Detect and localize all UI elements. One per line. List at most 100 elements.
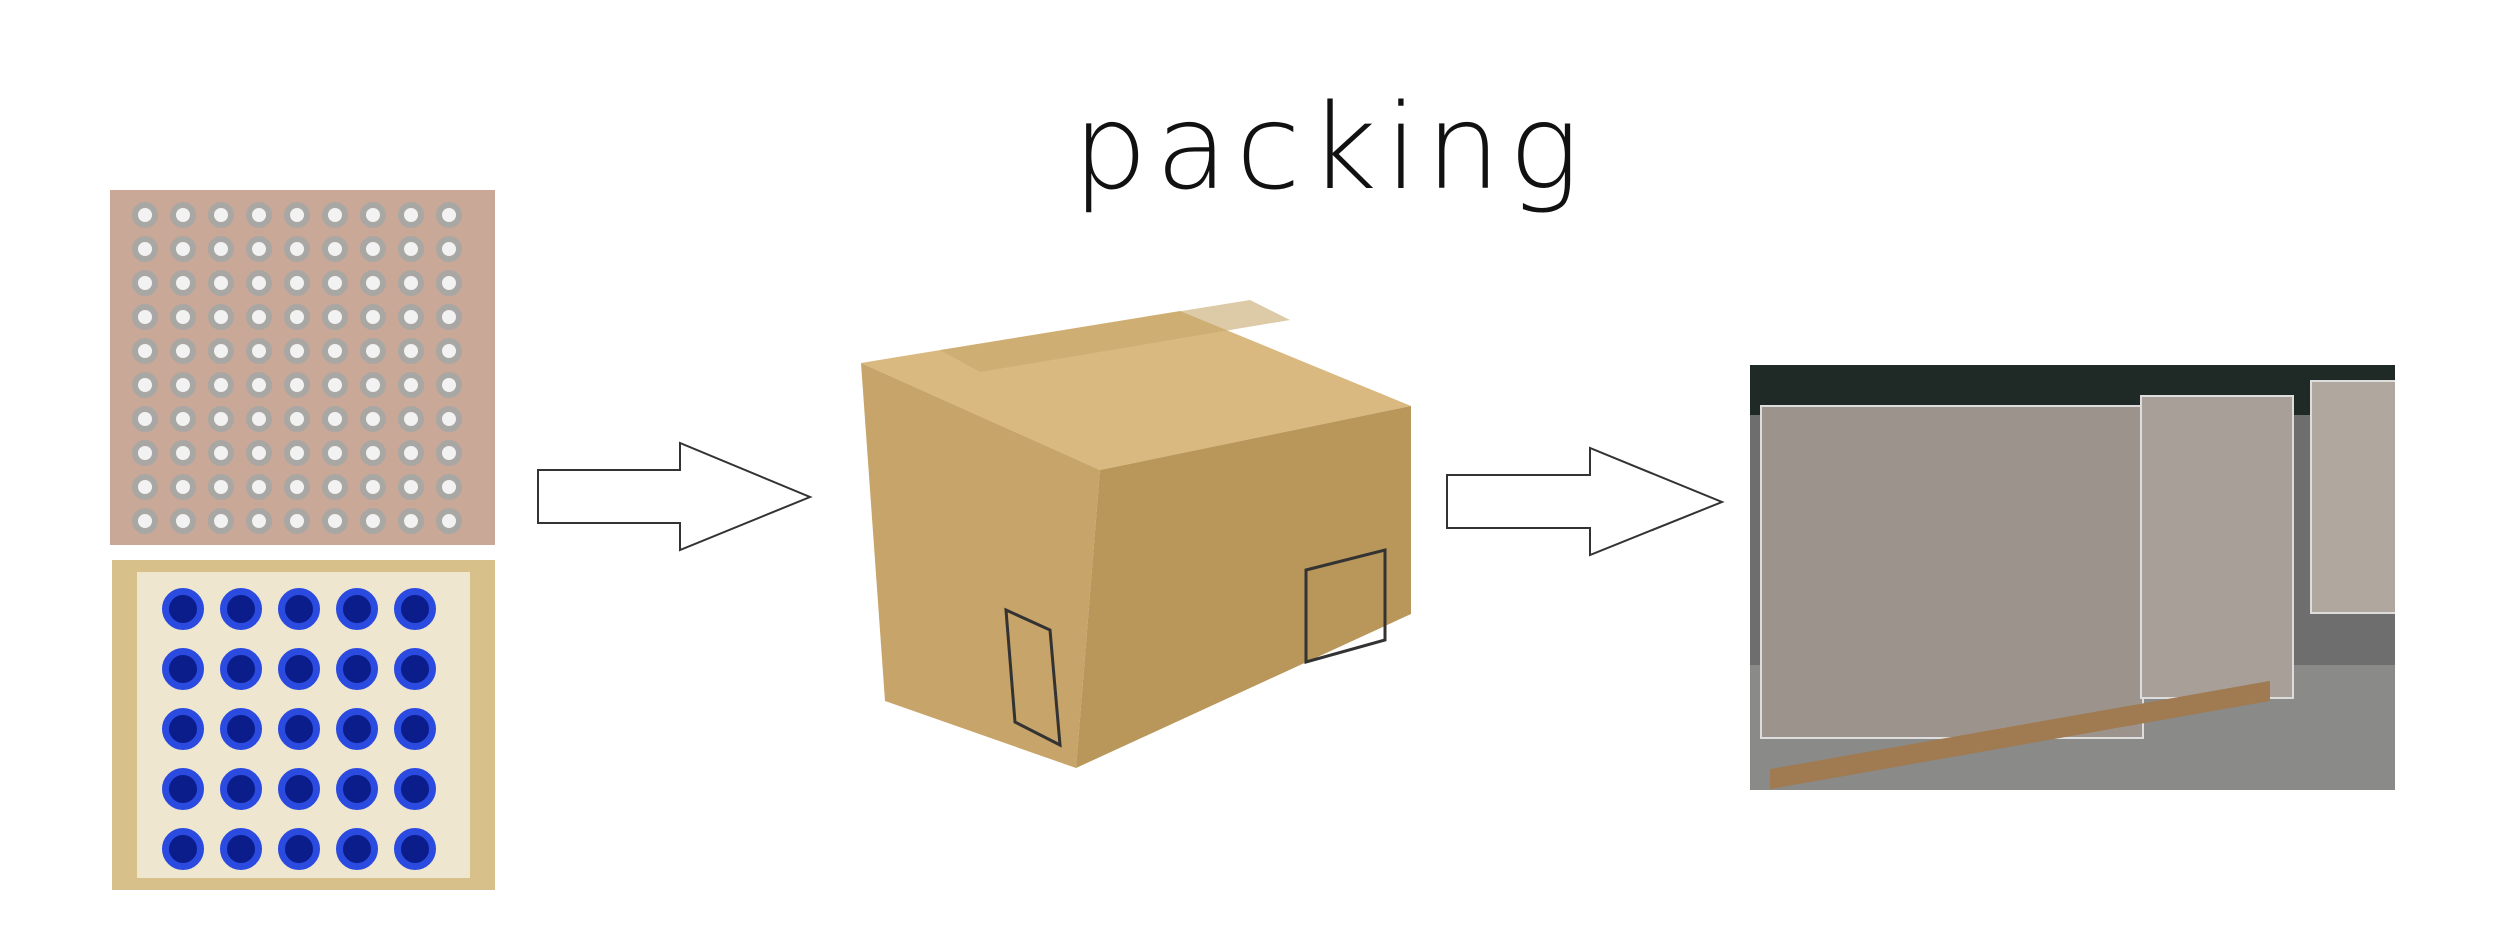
grey-part (132, 270, 158, 296)
grey-part (284, 202, 310, 228)
blue-part (394, 648, 436, 690)
blue-part (220, 648, 262, 690)
grey-part (322, 304, 348, 330)
grey-part (170, 406, 196, 432)
blue-part (394, 588, 436, 630)
blue-part (220, 708, 262, 750)
grey-part (322, 372, 348, 398)
blue-part (394, 768, 436, 810)
grey-part (436, 304, 462, 330)
blue-part (220, 768, 262, 810)
grey-part (436, 236, 462, 262)
grey-part (398, 236, 424, 262)
grey-part (284, 406, 310, 432)
grey-part (208, 236, 234, 262)
blue-part (220, 588, 262, 630)
grey-part (170, 372, 196, 398)
grey-part (398, 440, 424, 466)
grey-part (322, 202, 348, 228)
blue-part (278, 588, 320, 630)
grey-part (322, 406, 348, 432)
grey-part (436, 270, 462, 296)
blue-part (336, 768, 378, 810)
grey-part (436, 440, 462, 466)
grey-part (284, 270, 310, 296)
grey-part (170, 236, 196, 262)
grey-part (208, 508, 234, 534)
grey-part (284, 304, 310, 330)
grey-part (208, 338, 234, 364)
grey-part (170, 338, 196, 364)
blue-parts-tray-photo (112, 560, 495, 890)
grey-part (398, 474, 424, 500)
grey-part (246, 270, 272, 296)
grey-part (246, 304, 272, 330)
page-title: packing (1072, 78, 1588, 216)
grey-part (360, 474, 386, 500)
blue-part (336, 588, 378, 630)
grey-part (284, 474, 310, 500)
grey-part (170, 202, 196, 228)
grey-part (132, 440, 158, 466)
grey-part (360, 202, 386, 228)
wrapped-pallets-photo (1750, 365, 2395, 790)
grey-part (170, 474, 196, 500)
grey-part (208, 270, 234, 296)
blue-part (394, 828, 436, 870)
grey-part (284, 338, 310, 364)
grey-part (208, 440, 234, 466)
blue-part (220, 828, 262, 870)
grey-part (246, 338, 272, 364)
grey-part (284, 372, 310, 398)
blue-part (162, 708, 204, 750)
grey-part (398, 338, 424, 364)
grey-part (284, 440, 310, 466)
grey-part (246, 406, 272, 432)
grey-part (322, 338, 348, 364)
grey-parts-tray-photo (110, 190, 495, 545)
blue-part (162, 648, 204, 690)
grey-part (208, 474, 234, 500)
grey-part (398, 406, 424, 432)
grey-part (322, 508, 348, 534)
grey-part (132, 202, 158, 228)
grey-part (436, 338, 462, 364)
grey-part (360, 508, 386, 534)
blue-part (336, 708, 378, 750)
grey-part (246, 372, 272, 398)
grey-part (208, 202, 234, 228)
grey-part (246, 474, 272, 500)
grey-part (246, 202, 272, 228)
arrow-right-1 (537, 441, 813, 552)
grey-part (284, 508, 310, 534)
grey-part (398, 202, 424, 228)
blue-part (278, 828, 320, 870)
grey-part (170, 440, 196, 466)
grey-part (208, 372, 234, 398)
grey-part (436, 406, 462, 432)
grey-part (322, 270, 348, 296)
blue-part (278, 768, 320, 810)
grey-part (132, 338, 158, 364)
grey-part (360, 338, 386, 364)
grey-part (132, 304, 158, 330)
grey-part (246, 440, 272, 466)
grey-part (360, 372, 386, 398)
blue-part (162, 828, 204, 870)
grey-part (398, 270, 424, 296)
blue-part (278, 708, 320, 750)
grey-part (436, 202, 462, 228)
grey-part (360, 236, 386, 262)
grey-part (436, 474, 462, 500)
handling-symbols-icon (1004, 548, 1387, 748)
grey-part (322, 440, 348, 466)
grey-part (436, 508, 462, 534)
blue-part (336, 648, 378, 690)
cardboard-box (861, 300, 1411, 768)
blue-part (162, 768, 204, 810)
grey-part (360, 304, 386, 330)
grey-part (398, 372, 424, 398)
grey-part (436, 372, 462, 398)
blue-part (336, 828, 378, 870)
